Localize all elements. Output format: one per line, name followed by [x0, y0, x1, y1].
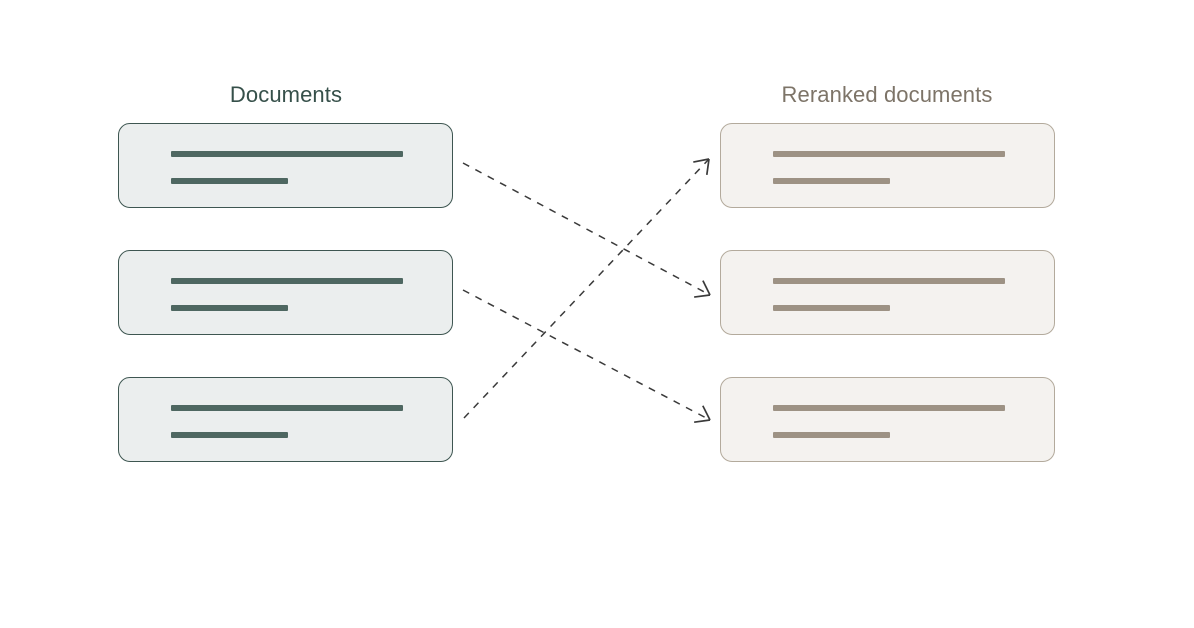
document-card-3[interactable]: [118, 377, 453, 462]
document-text-line-short: [171, 178, 288, 184]
reranked-document-card-1[interactable]: [720, 123, 1055, 208]
reranked-document-text-line-short: [773, 432, 890, 438]
document-text-line-short: [171, 305, 288, 311]
reranked-document-card-2[interactable]: [720, 250, 1055, 335]
document-text-line-long: [171, 405, 403, 411]
connector-arrowhead-reranked-document-3: [694, 419, 711, 424]
reranked-document-text-line-long: [773, 278, 1005, 284]
reranked-document-card-3[interactable]: [720, 377, 1055, 462]
connector-arrowhead-reranked-document-2: [702, 280, 711, 296]
connector-line-document-2-to-reranked-document-3: [462, 289, 711, 421]
connector-line-document-1-to-reranked-document-2: [462, 162, 711, 296]
reranked-documents-column-title: Reranked documents: [781, 82, 993, 107]
reranked-document-text-line-short: [773, 305, 890, 311]
connector-arrowhead-reranked-document-2: [694, 294, 711, 298]
reranked-document-text-line-long: [773, 405, 1005, 411]
connector-arrowhead-reranked-document-1: [693, 158, 710, 163]
connector-arrowhead-reranked-document-3: [702, 405, 711, 421]
document-text-line-long: [171, 278, 403, 284]
document-card-2[interactable]: [118, 250, 453, 335]
reranked-document-text-line-short: [773, 178, 890, 184]
document-text-line-short: [171, 432, 288, 438]
connector-line-document-3-to-reranked-document-1: [463, 158, 710, 419]
reranked-document-text-line-long: [773, 151, 1005, 157]
document-card-1[interactable]: [118, 123, 453, 208]
connector-arrowhead-reranked-document-1: [705, 158, 710, 175]
document-text-line-long: [171, 151, 403, 157]
documents-column-title: Documents: [229, 82, 343, 107]
